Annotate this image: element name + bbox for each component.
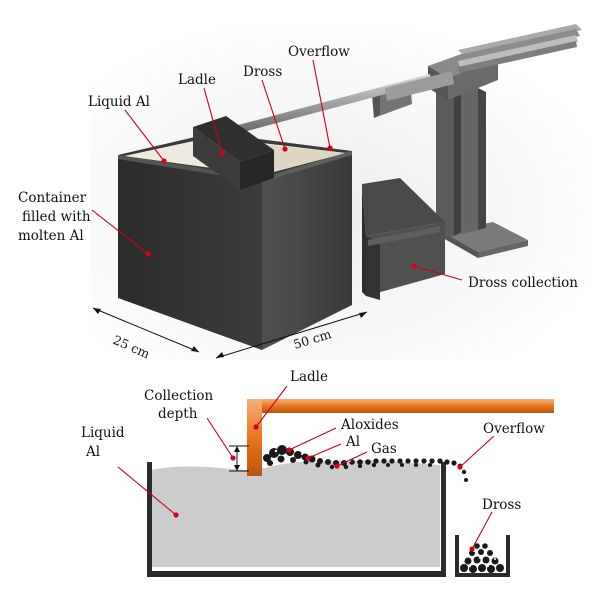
label-container-2: filled with: [22, 209, 91, 225]
guide-frame: [372, 24, 582, 258]
label-overflow: Overflow: [288, 44, 350, 60]
ladle-arm: [260, 399, 554, 413]
label-collection: Collection: [144, 388, 214, 404]
label-dross-section: Dross: [482, 497, 521, 513]
label-liquid: Liquid: [81, 425, 125, 441]
label-dross-collection: Dross collection: [468, 275, 578, 291]
ladle-plate: [193, 116, 274, 190]
render-3d: Liquid Al Ladle Dross Overflow Container…: [18, 24, 590, 362]
label-overflow-section: Overflow: [483, 421, 545, 437]
label-al: Al: [345, 434, 360, 450]
label-depth: depth: [158, 406, 198, 422]
label-aloxides: Aloxides: [340, 417, 399, 433]
label-ladle-section: Ladle: [290, 369, 328, 385]
container-3d: [118, 133, 352, 350]
label-dross: Dross: [243, 64, 282, 80]
leaders-bottom: [117, 385, 495, 552]
label-al-liquid: Al: [85, 444, 100, 460]
push-rod: [212, 74, 431, 140]
dimension-arrows: [92, 307, 368, 359]
cross-section: Liquid Al Collection depth Ladle Aloxide…: [81, 369, 554, 577]
dross-pile: [460, 543, 504, 573]
label-container-3: molten Al: [18, 228, 84, 244]
ladle-blade: [247, 399, 262, 476]
label-ladle: Ladle: [178, 72, 216, 88]
dross-pile-highlights: [469, 550, 496, 567]
label-gas: Gas: [371, 441, 397, 457]
rod-collar: [385, 71, 454, 101]
dross-collection-bin: [362, 178, 445, 300]
label-container-1: Container: [18, 190, 87, 206]
leaders-top: [91, 59, 463, 281]
liquid-al-bath: [150, 460, 440, 567]
collection-depth-marker: [229, 445, 249, 472]
label-liquid-al: Liquid Al: [88, 94, 150, 110]
